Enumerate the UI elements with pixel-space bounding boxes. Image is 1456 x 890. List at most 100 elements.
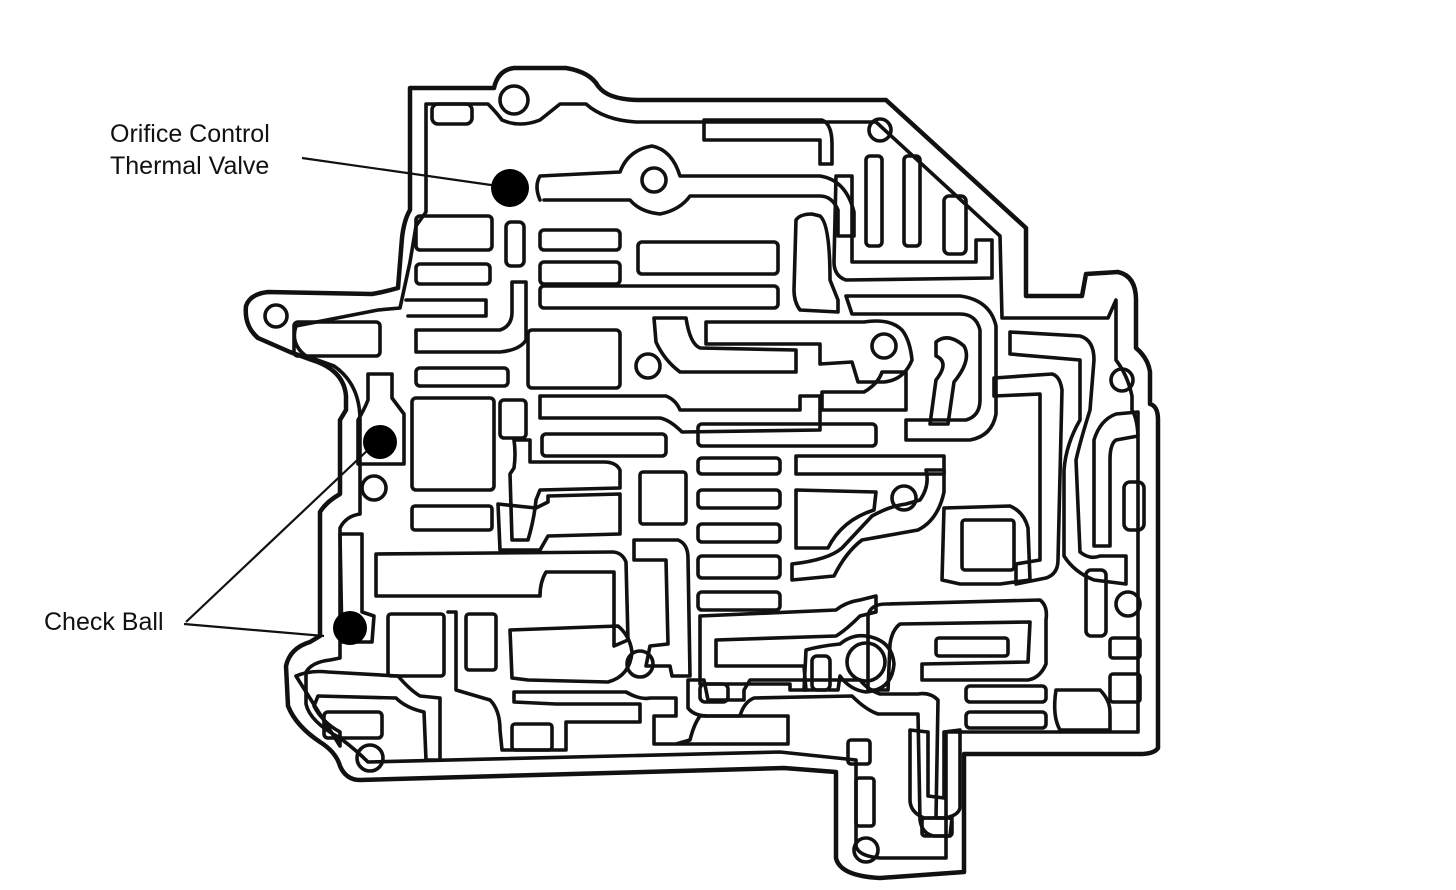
plate-slot (410, 396, 496, 492)
plate-slot (526, 328, 622, 390)
check-ball-upper (363, 425, 397, 459)
plate-channel (632, 538, 692, 678)
plate-slot (902, 154, 922, 248)
plate-slot (696, 456, 782, 476)
plate-slot (538, 260, 622, 286)
plate-channel (446, 610, 790, 752)
plate-channel (508, 438, 622, 542)
plate-hole (634, 352, 662, 380)
plate-channel (294, 669, 442, 762)
orifice-valve-leader (301, 156, 499, 188)
plate-channel (704, 319, 914, 384)
plate-slot (292, 320, 382, 358)
plate-channel (702, 118, 834, 166)
orifice-label-line-2: Thermal Valve (110, 152, 270, 180)
plate-slot (1122, 480, 1146, 532)
plate-slot (696, 590, 782, 612)
plate-channel (792, 212, 840, 314)
plate-slot (498, 398, 528, 440)
plate-hole (640, 166, 668, 194)
plate-channel (802, 633, 896, 694)
check-ball-label: Check Ball (44, 608, 164, 636)
plate-hole (498, 84, 530, 116)
plate-hole (890, 484, 918, 512)
plate-slot (696, 554, 782, 580)
plate-hole (870, 332, 898, 360)
plate-slot (1084, 568, 1108, 638)
plate-slot (410, 504, 494, 532)
plate-channel (794, 488, 878, 550)
plate-channel (1052, 688, 1112, 732)
plate-channel (1008, 330, 1128, 586)
plate-slot (934, 636, 1010, 658)
plate-slot (430, 102, 474, 126)
plate-channel (538, 394, 822, 434)
plate-channel (794, 454, 946, 476)
plate-slot (414, 366, 510, 388)
plate-slot (414, 214, 494, 252)
plate-hole (625, 649, 655, 679)
plate-slot (540, 432, 668, 458)
plate-slot (964, 684, 1048, 704)
plate-slot (960, 518, 1016, 572)
plate-hole (867, 117, 893, 143)
plate-slot (638, 470, 688, 526)
plate-slot (510, 722, 554, 752)
check-ball-lower-leader (183, 622, 325, 638)
plate-hole (845, 641, 887, 683)
plate-slot (386, 612, 446, 678)
plate-channel (992, 372, 1064, 586)
plate-hole (263, 303, 289, 329)
plate-hole (852, 836, 880, 864)
plate-channel (1092, 410, 1140, 548)
plate-hole (1114, 590, 1142, 618)
plate-slot (696, 522, 782, 544)
plate-slot (696, 422, 878, 448)
plate-outline (243, 65, 1161, 881)
plate-slot (538, 228, 622, 252)
plate-slot (964, 710, 1048, 730)
plate-slot (538, 284, 780, 310)
plate-slot (414, 262, 492, 286)
check-ball-upper-leader (185, 447, 371, 623)
plate-channel (790, 468, 946, 582)
check-ball-lower (333, 611, 367, 645)
plate-slot (810, 654, 832, 692)
plate-channel (414, 280, 528, 354)
plate-channel (908, 728, 962, 820)
orifice-label-line-1: Orifice Control (110, 120, 270, 148)
plate-hole (1109, 367, 1135, 393)
plate-channel (535, 144, 856, 238)
plate-channel (928, 336, 969, 426)
plate-slot (942, 194, 968, 256)
plate-slot (322, 710, 384, 740)
plate-channel (374, 550, 630, 648)
plate-channel (356, 372, 406, 466)
plate-slot (1108, 636, 1142, 660)
plate-slot (464, 612, 498, 672)
plate-channel (652, 316, 798, 374)
plate-slot (854, 776, 876, 828)
plate-channel (820, 370, 908, 412)
plate-slot (636, 240, 780, 276)
plate-channel (844, 294, 998, 442)
plate-hole (355, 743, 385, 773)
plate-slot (698, 682, 730, 704)
orifice-control-thermal-valve-label: Orifice Control Thermal Valve (110, 118, 270, 182)
plate-slot (1108, 672, 1142, 704)
orifice-control-thermal-valve (491, 169, 529, 207)
plate-channel (698, 594, 878, 692)
plate-slot (846, 738, 872, 766)
plate-channel (496, 492, 622, 552)
plate-slot (696, 488, 782, 510)
plate-channel (866, 598, 1049, 692)
plate-channel (940, 504, 1032, 586)
plate-slot (504, 220, 526, 268)
plate-channel (508, 624, 634, 684)
plate-channel (832, 174, 994, 282)
plate-channel (404, 298, 488, 318)
plate-slot (864, 154, 884, 248)
plate-hole (360, 474, 388, 502)
